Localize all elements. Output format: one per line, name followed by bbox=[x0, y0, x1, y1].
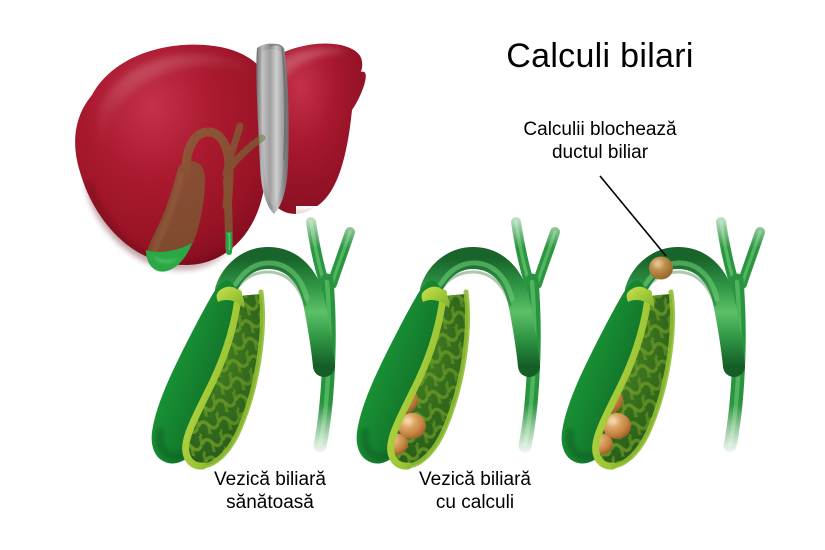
gallbladder-neck-cut-2 bbox=[421, 286, 450, 308]
gallbladder-body-1 bbox=[151, 280, 265, 470]
liver-biliary-system bbox=[146, 122, 266, 272]
annotation-leader-line bbox=[599, 175, 667, 257]
gallbladder-outer-wall-3 bbox=[561, 280, 650, 464]
gallbladder-outer-wall-2 bbox=[356, 280, 445, 464]
gallbladder-neck-cut-1 bbox=[216, 286, 245, 308]
common-bile-duct-3 bbox=[716, 273, 750, 456]
cystic-duct-arch-2 bbox=[420, 246, 540, 377]
gallbladder-cut-edge-2 bbox=[387, 289, 447, 470]
gallbladder-cut-edge-3 bbox=[592, 289, 652, 470]
common-bile-duct-2 bbox=[511, 273, 545, 456]
liver-left-lobe-shine bbox=[97, 53, 254, 146]
gallbladder-body-2 bbox=[356, 280, 470, 470]
hepatic-ducts-1 bbox=[296, 206, 366, 289]
page-title: Calculi bilari bbox=[506, 37, 694, 75]
gallbladder-unit-blocked-duct bbox=[561, 206, 776, 470]
gallstone bbox=[390, 433, 408, 455]
falciform-ligament bbox=[256, 43, 289, 214]
liver-figure bbox=[75, 43, 366, 272]
label-stones-line-2: cu calculi bbox=[435, 492, 515, 514]
label-healthy-line-1: Vezică biliară bbox=[214, 469, 326, 490]
blocking-gallstone bbox=[649, 256, 673, 280]
cystic-duct-1 bbox=[215, 246, 335, 377]
liver-gallbladder-fundus-tip bbox=[146, 243, 192, 272]
liver-right-lobe bbox=[265, 43, 366, 214]
annotation-line-1: Calculii blochează bbox=[523, 119, 677, 140]
liver-hepatic-duct-right bbox=[222, 134, 266, 178]
liver-gallbladder-fundus-shine bbox=[152, 255, 180, 263]
gallbladder-cut-edge-1 bbox=[182, 289, 242, 470]
gallbladder-unit-healthy bbox=[151, 206, 366, 470]
hepatic-ducts-2 bbox=[501, 206, 571, 289]
gallbladder-body-3 bbox=[561, 280, 675, 470]
label-gallbladder-with-stones: Vezică biliară cu calculi bbox=[360, 468, 590, 514]
cystic-duct-3 bbox=[625, 246, 745, 377]
gallstone bbox=[595, 433, 613, 455]
gallbladder-neck-cut-3 bbox=[626, 286, 655, 308]
common-bile-duct-1 bbox=[306, 273, 340, 456]
gallbladder-outer-wall-1 bbox=[151, 280, 240, 464]
hepatic-ducts-3 bbox=[706, 206, 776, 289]
gallbladder-unit-with-stones bbox=[356, 206, 571, 470]
label-healthy-gallbladder: Vezică biliară sănătoasă bbox=[155, 468, 385, 514]
annotation-line-2: ductul biliar bbox=[551, 142, 649, 164]
annotation-callout: Calculii blochează ductul biliar bbox=[455, 118, 745, 164]
label-healthy-line-2: sănătoasă bbox=[226, 492, 314, 514]
cystic-duct-arch-1 bbox=[215, 246, 335, 377]
label-stones-line-1: Vezică biliară bbox=[419, 469, 531, 490]
liver-right-lobe-shine bbox=[277, 48, 348, 104]
cystic-duct-2 bbox=[420, 246, 540, 377]
